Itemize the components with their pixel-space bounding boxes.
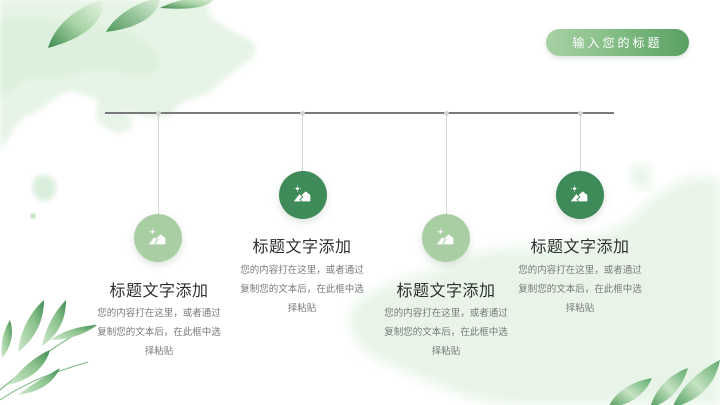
timeline-line	[105, 112, 614, 114]
timeline-node-1	[134, 214, 182, 262]
item-body-4: 您的内容打在这里，或者通过复制您的文本后，在此框中选择粘贴	[518, 265, 642, 314]
connector-3	[444, 111, 449, 214]
item-title-4: 标题文字添加	[530, 237, 630, 256]
title-button[interactable]: 输入您的标题	[546, 29, 689, 56]
timeline-node-4	[556, 171, 604, 219]
mountain-sun-icon	[293, 185, 311, 202]
leaf-decoration-top	[48, 0, 214, 48]
item-title-1: 标题文字添加	[109, 281, 209, 300]
mountain-sun-icon	[570, 185, 588, 202]
connector-2	[300, 111, 305, 171]
item-title-3: 标题文字添加	[396, 281, 496, 300]
item-body-1: 您的内容打在这里，或者通过复制您的文本后，在此框中选择粘贴	[97, 308, 221, 357]
timeline-node-2	[279, 171, 327, 219]
timeline-node-3	[422, 214, 470, 262]
mountain-sun-icon	[148, 228, 166, 245]
connector-1	[156, 111, 161, 214]
item-body-2: 您的内容打在这里，或者通过复制您的文本后，在此框中选择粘贴	[240, 265, 364, 314]
title-button-label: 输入您的标题	[572, 36, 663, 50]
leaf-decoration-bottom-right	[609, 360, 720, 405]
mountain-sun-icon	[436, 228, 454, 245]
item-title-2: 标题文字添加	[252, 237, 352, 256]
item-body-3: 您的内容打在这里，或者通过复制您的文本后，在此框中选择粘贴	[384, 308, 508, 357]
connector-4	[578, 111, 583, 171]
